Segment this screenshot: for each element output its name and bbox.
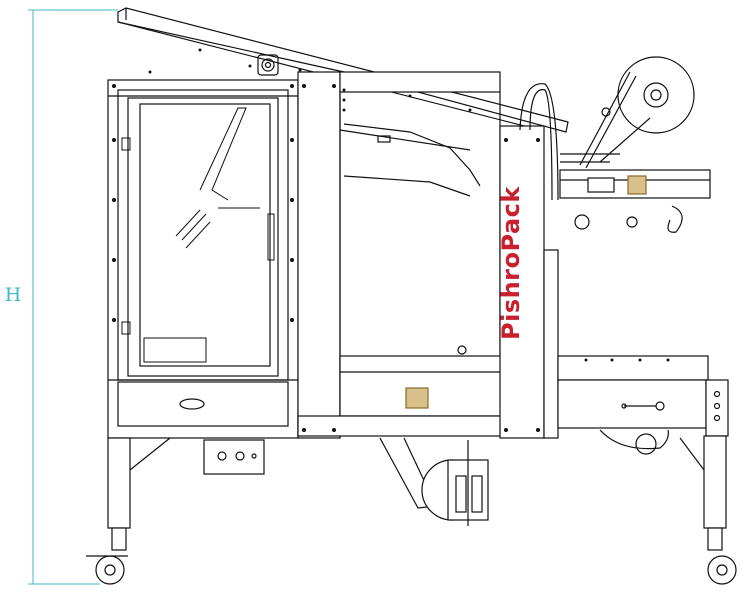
- center-frame: [297, 71, 519, 439]
- height-dimension-line: [28, 9, 118, 585]
- bottom-tape-head: [379, 437, 489, 526]
- frame-bolts: [112, 48, 670, 432]
- right-conveyor: [557, 355, 729, 455]
- control-box-icon: [203, 439, 265, 475]
- warning-label-icon: [405, 387, 429, 409]
- right-post: [499, 83, 559, 439]
- glass-door: [121, 107, 275, 363]
- brand-logo-text: PishroPack: [497, 186, 525, 340]
- caster-wheel-icon: [95, 555, 125, 585]
- left-cabinet-frame: [107, 79, 299, 439]
- legs-and-casters: [86, 435, 737, 585]
- height-dimension-label: H: [4, 284, 22, 306]
- tape-head-assembly: [559, 56, 711, 233]
